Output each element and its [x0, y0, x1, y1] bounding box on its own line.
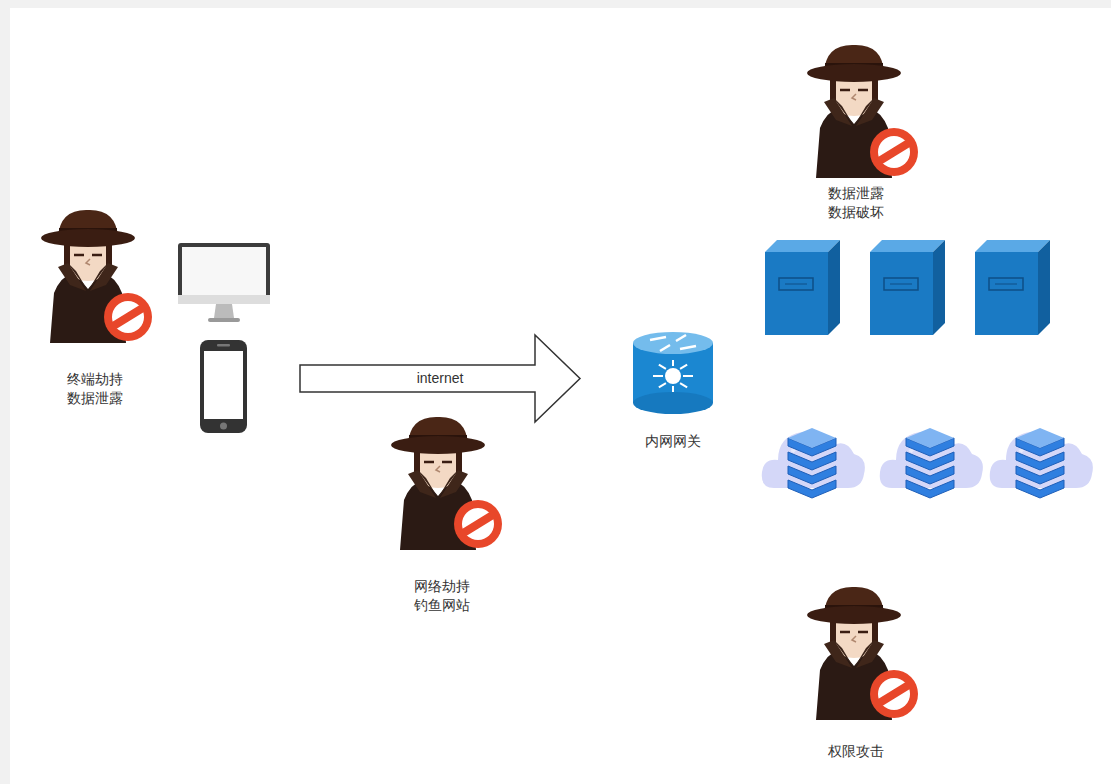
internet-arrow: [300, 335, 580, 422]
gateway-node: 内网网关: [623, 330, 723, 451]
cloud-server-icon: [762, 428, 865, 498]
canvas: 终端劫持 数据泄露 internet 网络劫持 钓鱼网站 数据泄露 数据破坏权限攻击 内…: [10, 8, 1111, 784]
illustration: [10, 8, 1111, 784]
gateway-label: 内网网关: [623, 432, 723, 451]
threat-label: 数据泄露 数据破坏: [824, 184, 888, 222]
server-icon: [765, 240, 840, 335]
hacker-figure: [807, 587, 918, 720]
threat-label: 网络劫持 钓鱼网站: [410, 577, 474, 615]
arrow-label: internet: [417, 369, 464, 388]
hacker-figure: [391, 417, 502, 550]
cloud-server-icon: [990, 428, 1093, 498]
monitor-icon: [178, 243, 270, 322]
server-icon: [975, 240, 1050, 335]
connector-layer: [10, 8, 1111, 784]
threat-label: 权限攻击: [828, 742, 884, 761]
cloud-server-icon: [880, 428, 983, 498]
hacker-figure: [41, 210, 152, 343]
server-icon: [870, 240, 945, 335]
hacker-figure: [807, 45, 918, 178]
router-icon: [628, 330, 718, 416]
phone-icon: [200, 340, 247, 433]
threat-label: 终端劫持 数据泄露: [63, 370, 127, 408]
ground: [10, 8, 1111, 784]
